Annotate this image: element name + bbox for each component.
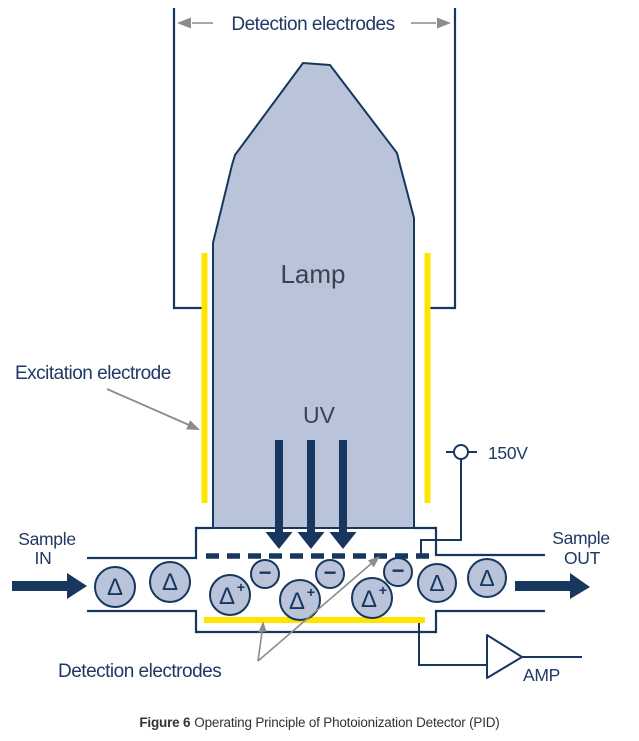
minus-sign: − bbox=[259, 560, 272, 585]
chamber-outline bbox=[87, 526, 545, 634]
right-arrow-icon bbox=[437, 17, 451, 29]
ionized-molecule: Δ + bbox=[351, 577, 393, 619]
detection-electrodes-bottom-annotation: Detection electrodes bbox=[58, 556, 380, 682]
molecule-circle bbox=[94, 566, 136, 608]
figure-caption-number: Figure 6 bbox=[139, 715, 191, 730]
left-arrow-icon bbox=[177, 17, 191, 29]
sample-in-arrow-icon bbox=[12, 573, 87, 599]
neutral-molecule: Δ bbox=[149, 561, 191, 603]
span-line-right bbox=[429, 8, 457, 310]
electron: − bbox=[383, 557, 413, 587]
sample-out-label-1: Sample bbox=[552, 528, 610, 548]
excitation-arrow-shaft bbox=[106, 388, 190, 426]
uv-arrow-shaft bbox=[275, 440, 283, 533]
neutral-molecule: Δ bbox=[94, 566, 136, 608]
uv-arrow-icon bbox=[265, 532, 293, 549]
sample-out-label-2: OUT bbox=[564, 548, 601, 568]
voltage-wire bbox=[420, 459, 462, 556]
span-line-left bbox=[172, 8, 202, 310]
ionized-molecule: Δ + bbox=[279, 579, 321, 621]
detection-span-annotation: Detection electrodes bbox=[172, 8, 457, 310]
chamber-wall-top-left bbox=[87, 526, 213, 560]
neutral-molecule: Δ bbox=[467, 558, 507, 598]
pointer-to-dashed-electrode bbox=[257, 562, 373, 662]
molecule-symbol: Δ bbox=[107, 574, 123, 601]
electron-circle bbox=[250, 559, 280, 589]
molecule-symbol: Δ bbox=[479, 565, 494, 591]
uv-arrow-shaft bbox=[339, 440, 347, 533]
sample-out-arrow-icon bbox=[515, 573, 590, 599]
amplifier: AMP bbox=[418, 623, 582, 685]
neutral-molecule: Δ bbox=[417, 563, 457, 603]
uv-arrow-icon bbox=[297, 532, 325, 549]
detection-electrodes-bottom-label: Detection electrodes bbox=[58, 661, 221, 682]
excitation-electrode-right bbox=[424, 253, 431, 503]
plus-sign: + bbox=[237, 579, 245, 595]
molecules: Δ Δ Δ Δ Δ + Δ + Δ + bbox=[94, 557, 507, 621]
molecule-circle bbox=[351, 577, 393, 619]
detection-electrodes-top-label: Detection electrodes bbox=[231, 14, 394, 35]
uv-arrows bbox=[265, 440, 357, 549]
sample-in: Sample IN bbox=[12, 529, 87, 599]
molecule-symbol: Δ bbox=[162, 569, 178, 596]
ionized-molecule: Δ + bbox=[209, 574, 251, 616]
excitation-arrow-icon bbox=[186, 420, 200, 430]
molecule-circle bbox=[149, 561, 191, 603]
pointer-to-yellow-electrode bbox=[257, 631, 263, 662]
plus-sign: + bbox=[379, 582, 387, 598]
molecule-circle bbox=[467, 558, 507, 598]
electron: − bbox=[250, 559, 280, 589]
electron-circle bbox=[383, 557, 413, 587]
sample-out: Sample OUT bbox=[515, 528, 610, 599]
sample-in-label-1: Sample bbox=[18, 529, 76, 549]
pointer-arrow-icon bbox=[258, 621, 267, 633]
pointer-arrow-icon bbox=[368, 556, 380, 568]
figure-caption-text: Operating Principle of Photoionization D… bbox=[194, 715, 500, 730]
voltage-source-icon bbox=[453, 444, 469, 460]
chamber-wall-bottom bbox=[87, 609, 545, 634]
molecule-circle bbox=[209, 574, 251, 616]
voltage-source: 150V bbox=[420, 443, 529, 556]
amp-label: AMP bbox=[523, 665, 560, 685]
chamber-wall-top-right bbox=[414, 526, 545, 557]
electron-circle bbox=[315, 559, 345, 589]
excitation-electrode-label: Excitation electrode bbox=[15, 363, 171, 384]
uv-label: UV bbox=[303, 402, 336, 428]
voltage-label: 150V bbox=[488, 443, 528, 463]
amp-input-wire bbox=[418, 623, 486, 666]
plus-sign: + bbox=[307, 584, 315, 600]
molecule-symbol: Δ bbox=[429, 570, 444, 596]
molecule-symbol: Δ bbox=[219, 583, 235, 610]
amp-triangle-icon bbox=[486, 634, 523, 679]
electron: − bbox=[315, 559, 345, 589]
uv-arrow-icon bbox=[329, 532, 357, 549]
molecule-symbol: Δ bbox=[289, 588, 305, 615]
molecule-circle bbox=[417, 563, 457, 603]
minus-sign: − bbox=[392, 558, 405, 583]
excitation-electrode-left bbox=[201, 253, 208, 503]
sample-in-label-2: IN bbox=[35, 548, 52, 568]
lamp-label: Lamp bbox=[280, 259, 345, 289]
uv-arrow-shaft bbox=[307, 440, 315, 533]
minus-sign: − bbox=[324, 560, 337, 585]
molecule-symbol: Δ bbox=[361, 586, 377, 613]
molecule-circle bbox=[279, 579, 321, 621]
